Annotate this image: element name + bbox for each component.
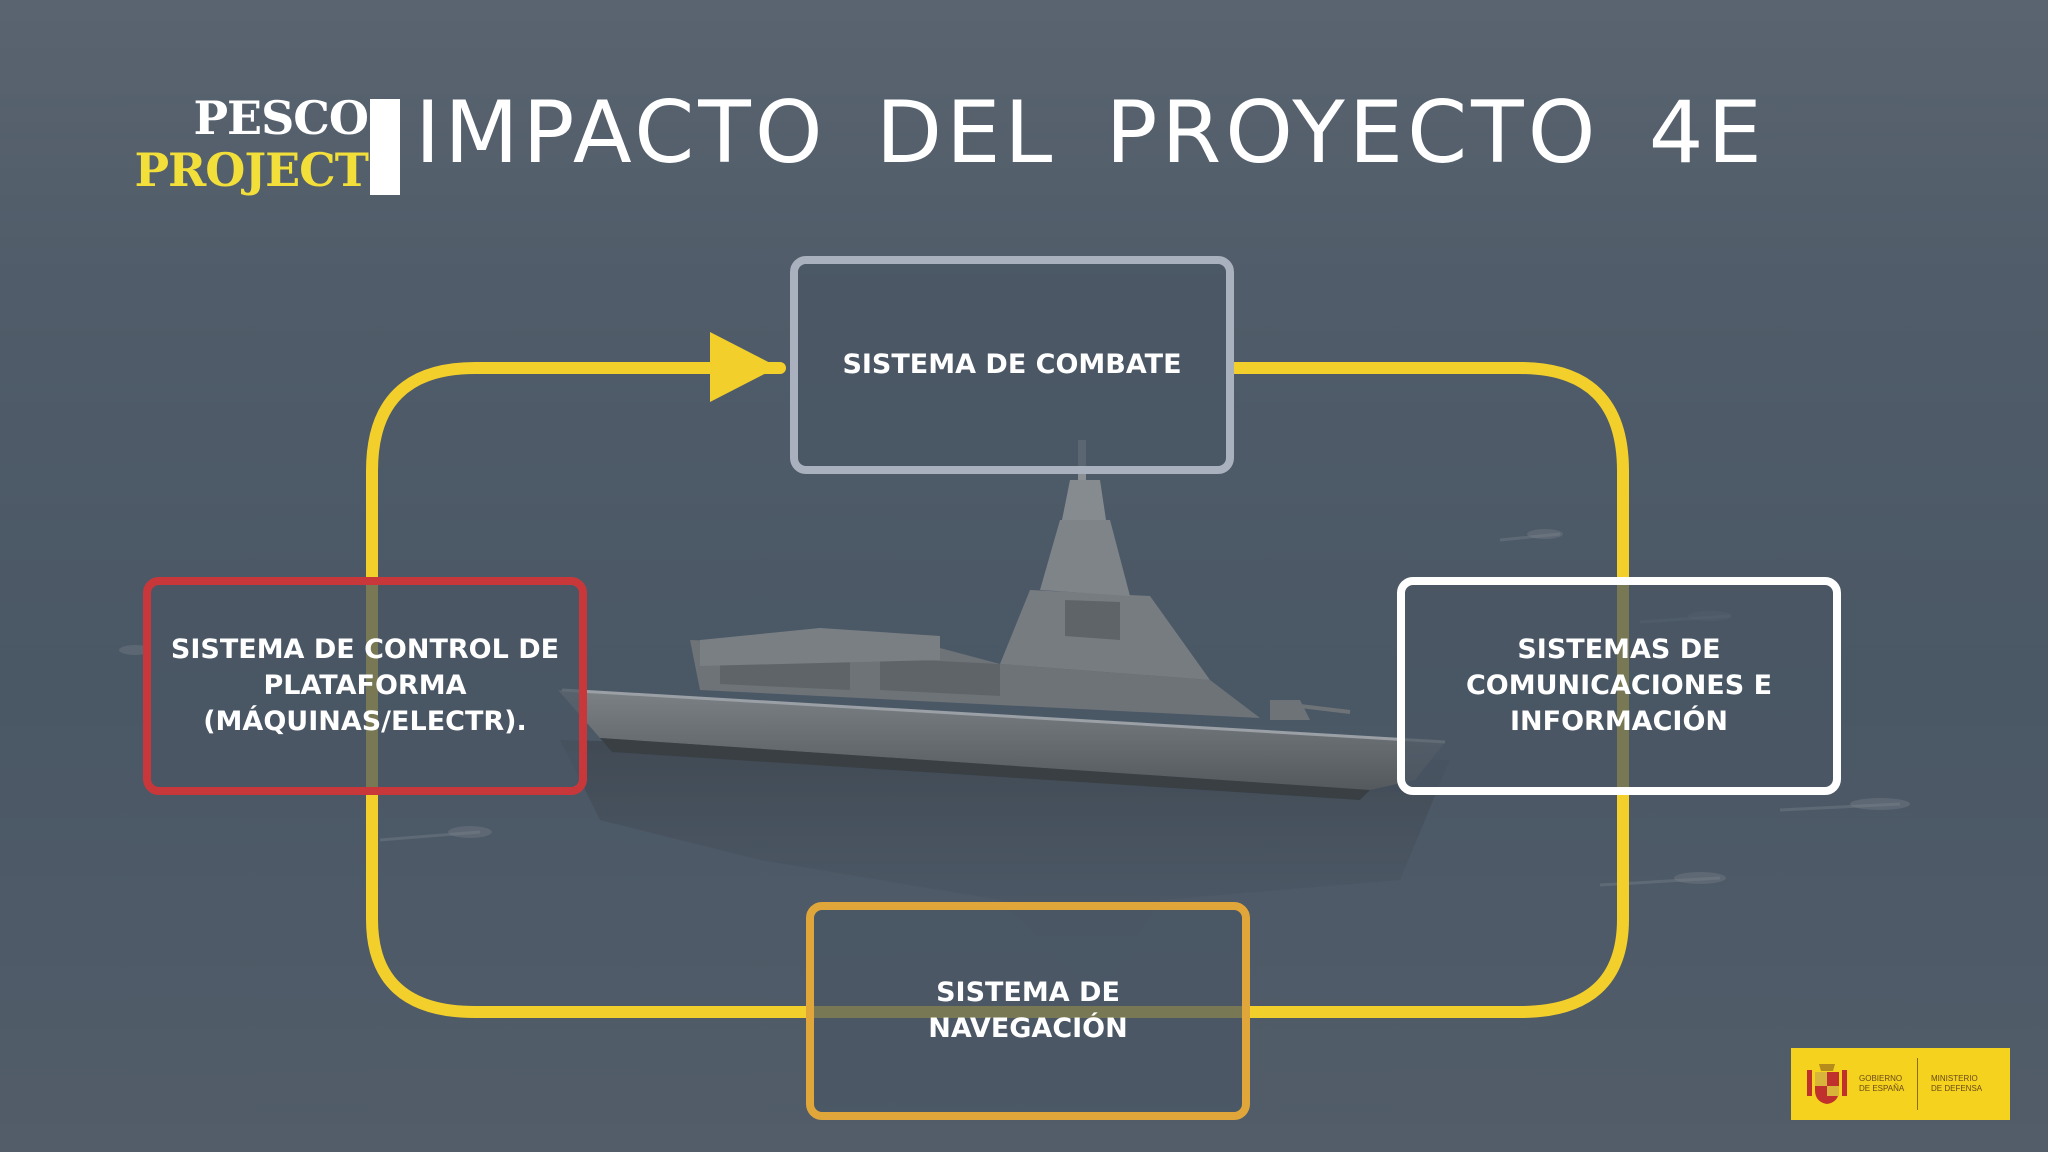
box-label-line: COMUNICACIONES E bbox=[1465, 670, 1773, 701]
box-label-line: SISTEMA DE bbox=[936, 977, 1120, 1008]
spain-coat-of-arms-icon bbox=[1807, 1064, 1847, 1104]
gobierno-ministerio-logo: GOBIERNO DE ESPAÑA MINISTERIO DE DEFENSA bbox=[1791, 1048, 2010, 1120]
box-sistema-control-plataforma: SISTEMA DE CONTROL DE PLATAFORMA (MÁQUIN… bbox=[143, 577, 587, 795]
box-sistemas-comunicaciones: SISTEMAS DE COMUNICACIONES E INFORMACIÓN bbox=[1397, 577, 1841, 795]
pesco-project-logo: PESCO PROJECT bbox=[134, 91, 408, 205]
box-sistema-navegacion: SISTEMA DE NAVEGACIÓN bbox=[806, 902, 1250, 1120]
gov-divider bbox=[1917, 1058, 1918, 1110]
gobierno-text: GOBIERNO DE ESPAÑA bbox=[1859, 1074, 1905, 1093]
box-label-line: (MÁQUINAS/ELECTR). bbox=[203, 706, 527, 737]
box-label-line: PLATAFORMA bbox=[263, 670, 467, 701]
frigate-image bbox=[558, 440, 1446, 800]
page-title: IMPACTO DEL PROYECTO 4E bbox=[415, 83, 1766, 183]
arrow-right-icon bbox=[710, 332, 778, 402]
box-sistema-combate: SISTEMA DE COMBATE bbox=[790, 256, 1234, 474]
logo-text-pesco: PESCO bbox=[193, 91, 369, 145]
logo-text-project: PROJECT bbox=[134, 143, 369, 197]
box-label-line: INFORMACIÓN bbox=[1509, 706, 1728, 737]
box-label-line: NAVEGACIÓN bbox=[928, 1013, 1128, 1044]
ministerio-text: MINISTERIO DE DEFENSA bbox=[1931, 1074, 1983, 1093]
logo-bar bbox=[370, 99, 400, 195]
box-label-line: SISTEMA DE CONTROL DE bbox=[170, 634, 560, 665]
box-label: SISTEMA DE COMBATE bbox=[842, 349, 1182, 380]
box-label-line: SISTEMAS DE bbox=[1517, 634, 1721, 665]
frigate-reflection bbox=[560, 740, 1450, 1000]
